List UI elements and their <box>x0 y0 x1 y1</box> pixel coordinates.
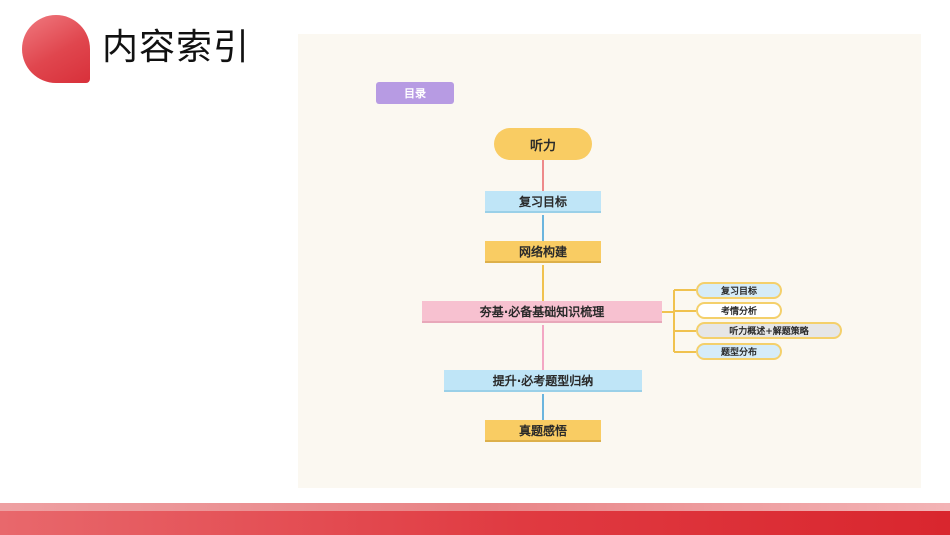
branch-node-4: 题型分布 <box>696 343 782 360</box>
branch-connector <box>662 289 696 353</box>
connector-lines <box>542 160 696 420</box>
branch-node-2: 考情分析 <box>696 302 782 319</box>
step-node-3: 夯基·必备基础知识梳理 <box>422 301 662 323</box>
branch-node-3: 听力概述+解题策略 <box>696 322 842 339</box>
footer-bar <box>0 511 950 535</box>
title-decoration <box>22 15 90 83</box>
step-node-1: 复习目标 <box>485 191 601 213</box>
step-node-5: 真题感悟 <box>485 420 601 442</box>
branch-node-1: 复习目标 <box>696 282 782 299</box>
step-node-4: 提升·必考题型归纳 <box>444 370 642 392</box>
page-title: 内容索引 <box>102 27 251 68</box>
step-node-2: 网络构建 <box>485 241 601 263</box>
toc-label: 目录 <box>376 82 454 104</box>
mindmap-panel: 目录 听力 复习目标 网络构建 夯基·必备基础知识梳理 提升·必考题型归纳 真题… <box>298 34 921 488</box>
root-node: 听力 <box>494 128 592 160</box>
footer-bar-light <box>0 503 950 511</box>
